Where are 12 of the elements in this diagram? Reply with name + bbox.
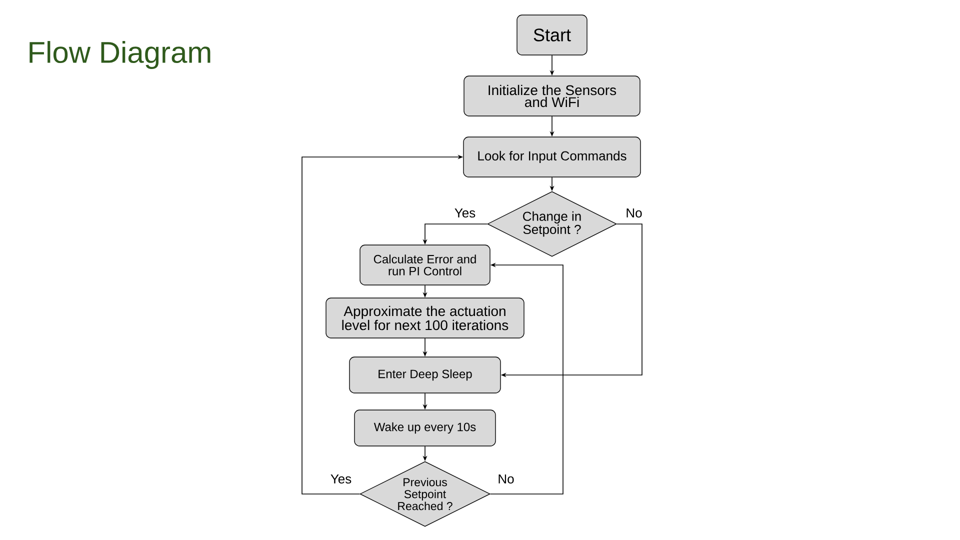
- process-box: Look for Input Commands: [463, 136, 641, 178]
- process-box: Initialize the Sensors and WiFi: [464, 76, 640, 116]
- process-box: Calculate Error and run PI Control: [360, 244, 490, 286]
- edge-label: Yes: [329, 473, 353, 485]
- process-box: Enter Deep Sleep: [349, 356, 501, 394]
- title: Flow Diagram: [30, 41, 210, 69]
- edge-label: No: [624, 207, 644, 219]
- edge-label: Yes: [453, 207, 477, 219]
- process-box: Approximate the actuation level for next 100 iterations: [326, 298, 524, 338]
- edge-label: No: [496, 473, 516, 485]
- process-box: Start: [516, 14, 588, 56]
- process-box: Wake up every 10s: [354, 410, 496, 446]
